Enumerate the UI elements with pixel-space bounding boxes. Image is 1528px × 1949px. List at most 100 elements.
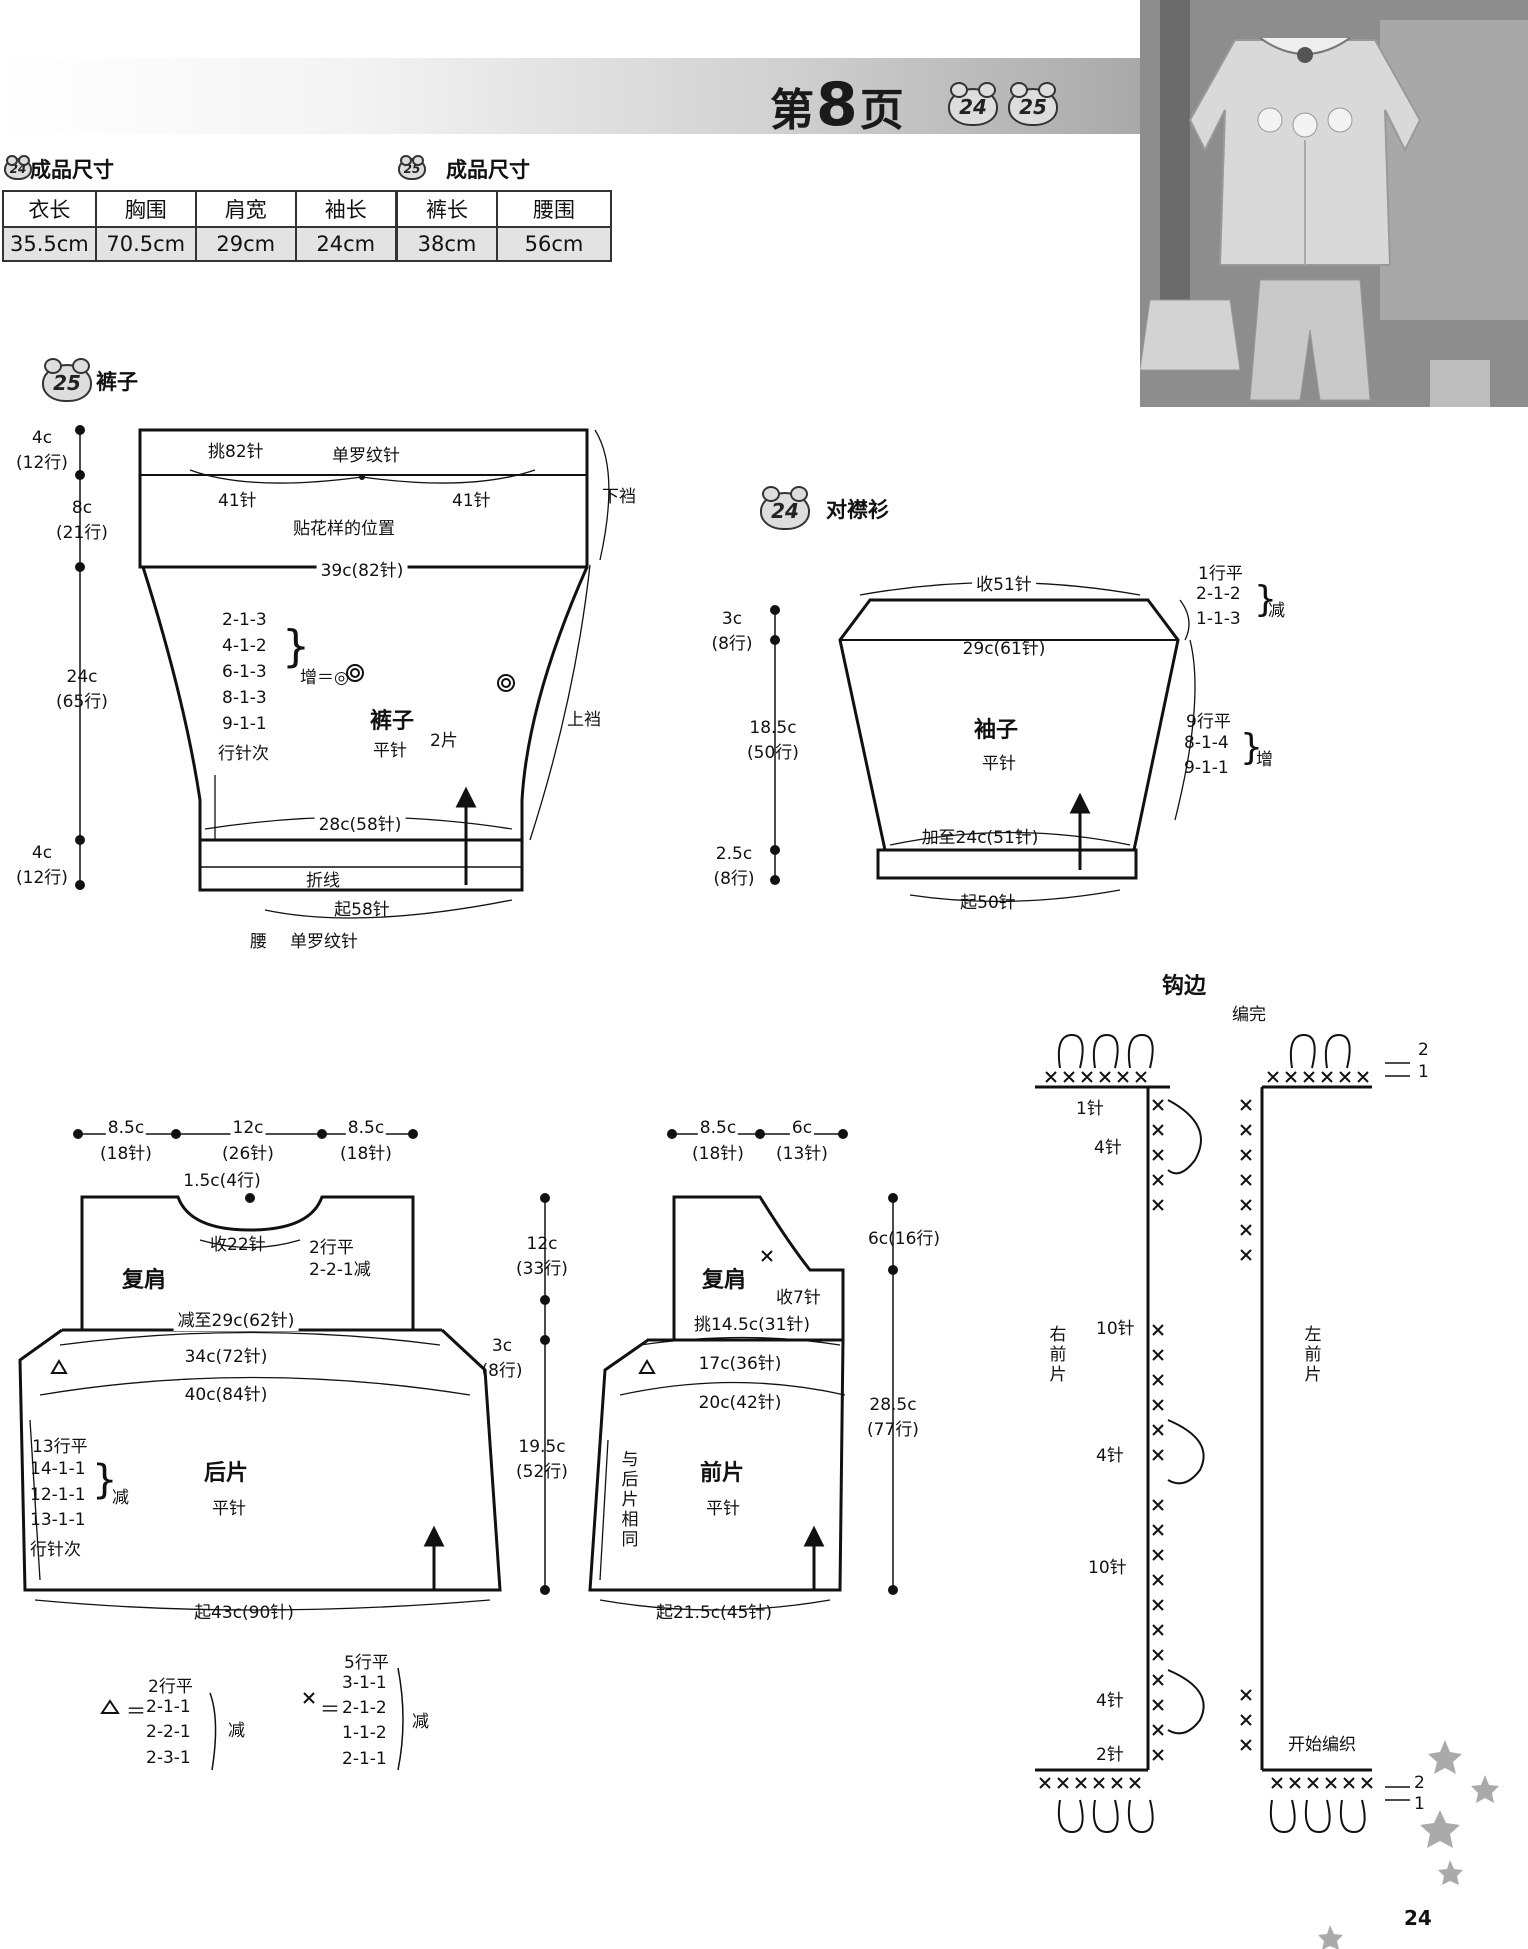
back-dec-row: 13行平 [32,1437,88,1457]
crochet-title: 钩边 [1162,974,1207,999]
sleeve-dec-row: 1行平 [1198,564,1243,584]
pants-waist-rib: 单罗纹针 [290,932,358,952]
legend-tri-row: 2-3-1 [146,1748,191,1768]
sleeve-dim: (8行) [711,634,753,654]
size24-value: 24cm [294,226,397,262]
pants-waist: 腰 [250,932,267,952]
star-decorations [1318,1740,1499,1949]
back-neck-depth: 1.5c(4行) [183,1171,261,1191]
pants-crotch-up: 上裆 [567,710,601,730]
legend-tri-row: 2-2-1 [146,1722,191,1742]
legend-tri-row: 2-1-1 [146,1697,191,1717]
badge-25-small-icon: 25 [398,155,426,180]
garment-photo-drawing [1140,0,1528,407]
sleeve-dim: 18.5c [749,718,797,738]
legend-tri-equals: ＝ [126,1699,146,1723]
sleeve-inc-brace: } [1240,727,1263,768]
back-top-dim: (18针) [340,1144,392,1164]
size24-value: 70.5cm [94,226,197,262]
crochet-row-mark: 2 [1418,1040,1429,1060]
front-top-dim: (18针) [692,1144,744,1164]
pants-dim: (21行) [56,523,108,543]
pants-title: 裤子 [96,370,138,394]
back-dec-row: 12-1-1 [30,1485,86,1505]
sleeve-widen: 加至24c(51针) [921,828,1039,848]
pants-cast-on: 起58针 [334,900,390,920]
sleeve-inc-row: 9-1-1 [1184,758,1229,778]
size24-table: 衣长 胸围 肩宽 袖长 35.5cm 70.5cm 29cm 24cm [2,190,397,262]
pants-crotch-down: 下裆 [602,487,636,507]
front-side-dim: 28.5c [869,1395,917,1415]
front-piece: 前片 [700,1461,745,1486]
crochet-edging [1035,1033,1410,1834]
size25-value: 38cm [396,226,498,262]
pants-left-stitches: 41针 [218,491,257,511]
front-top-dim: 8.5c [697,1118,739,1138]
crochet-row-mark: 1 [1418,1062,1429,1082]
size25-value: 56cm [496,226,612,262]
sleeve-dec-brace: } [1254,579,1277,620]
back-dec-label: 减 [112,1488,129,1508]
dimension-dots [73,425,898,1595]
front-outline [588,1195,845,1592]
crochet-count: 4针 [1096,1691,1124,1711]
front-top-dim: (13针) [776,1144,828,1164]
legend-x-row: 5行平 [344,1653,389,1673]
crochet-count: 4针 [1096,1446,1124,1466]
back-top-dim: 8.5c [105,1118,147,1138]
pants-inc-brace: } [282,621,310,672]
sleeve-cast-on: 起50针 [960,893,1016,913]
pants-dim: 8c [71,498,93,518]
size25-header: 腰围 [496,190,612,228]
crochet-count: 10针 [1096,1319,1135,1339]
crochet-finish: 编完 [1232,1005,1266,1025]
size24-header: 衣长 [2,190,97,228]
front-pick: 挑14.5c(31针) [689,1310,815,1335]
size24-value: 35.5cm [2,226,97,262]
pants-dim: (65行) [56,692,108,712]
pants-stitch: 平针 [373,741,407,761]
size24-title: 成品尺寸 [30,158,114,182]
crochet-stitches [1039,1071,1373,1789]
back-top-dim: 12c [230,1118,266,1138]
garment-photo [1140,0,1528,407]
back-top-dim: 8.5c [345,1118,387,1138]
size24-header: 袖长 [294,190,397,228]
legend-x-row: 2-1-2 [342,1698,387,1718]
back-neck-row: 2-2-1减 [309,1260,371,1280]
back-top-dim: (26针) [222,1144,274,1164]
pants-count: 2片 [430,731,458,751]
legend-x-equals: ＝ [320,1697,340,1721]
cardigan-badge-icon: 24 [760,486,810,530]
pants-dim: 24c [66,667,98,687]
legend-tri-label: 减 [228,1721,245,1741]
back-width-40: 40c(84针) [180,1380,272,1405]
sleeve-inc-label: 增 [1256,750,1273,770]
crochet-count: 10针 [1088,1558,1127,1578]
back-neck-row: 2行平 [309,1238,354,1258]
front-cast-on: 起21.5c(45针) [655,1603,773,1623]
pants-pick: 挑82针 [208,442,264,462]
pants-right-stitches: 41针 [452,491,491,511]
size25-header: 裤长 [396,190,498,228]
pants-rib: 单罗纹针 [332,446,400,466]
page-title: 第8页 [770,70,906,140]
legend-x-row: 1-1-2 [342,1723,387,1743]
header-band [0,58,1140,134]
back-side-dim: 12c [526,1234,558,1254]
back-neck-dec: 收22针 [210,1235,266,1255]
front-width-17: 17c(36针) [694,1349,786,1374]
back-cast-on: 起43c(90针) [194,1603,294,1623]
pants-dim: (12行) [16,453,68,473]
badge-25-icon: 25 [1008,82,1058,126]
sleeve-outline [838,598,1180,880]
pants-dim: 4c [31,428,53,448]
sleeve-piece: 袖子 [974,718,1019,743]
badge-24-small-icon: 24 [4,155,32,180]
back-dec-row: 13-1-1 [30,1510,86,1530]
back-stitch: 平针 [212,1499,246,1519]
back-dec-brace: } [92,1457,118,1503]
front-same-as-back: 与后片相同 [621,1450,639,1550]
pants-inc-row: 4-1-2 [222,636,267,656]
